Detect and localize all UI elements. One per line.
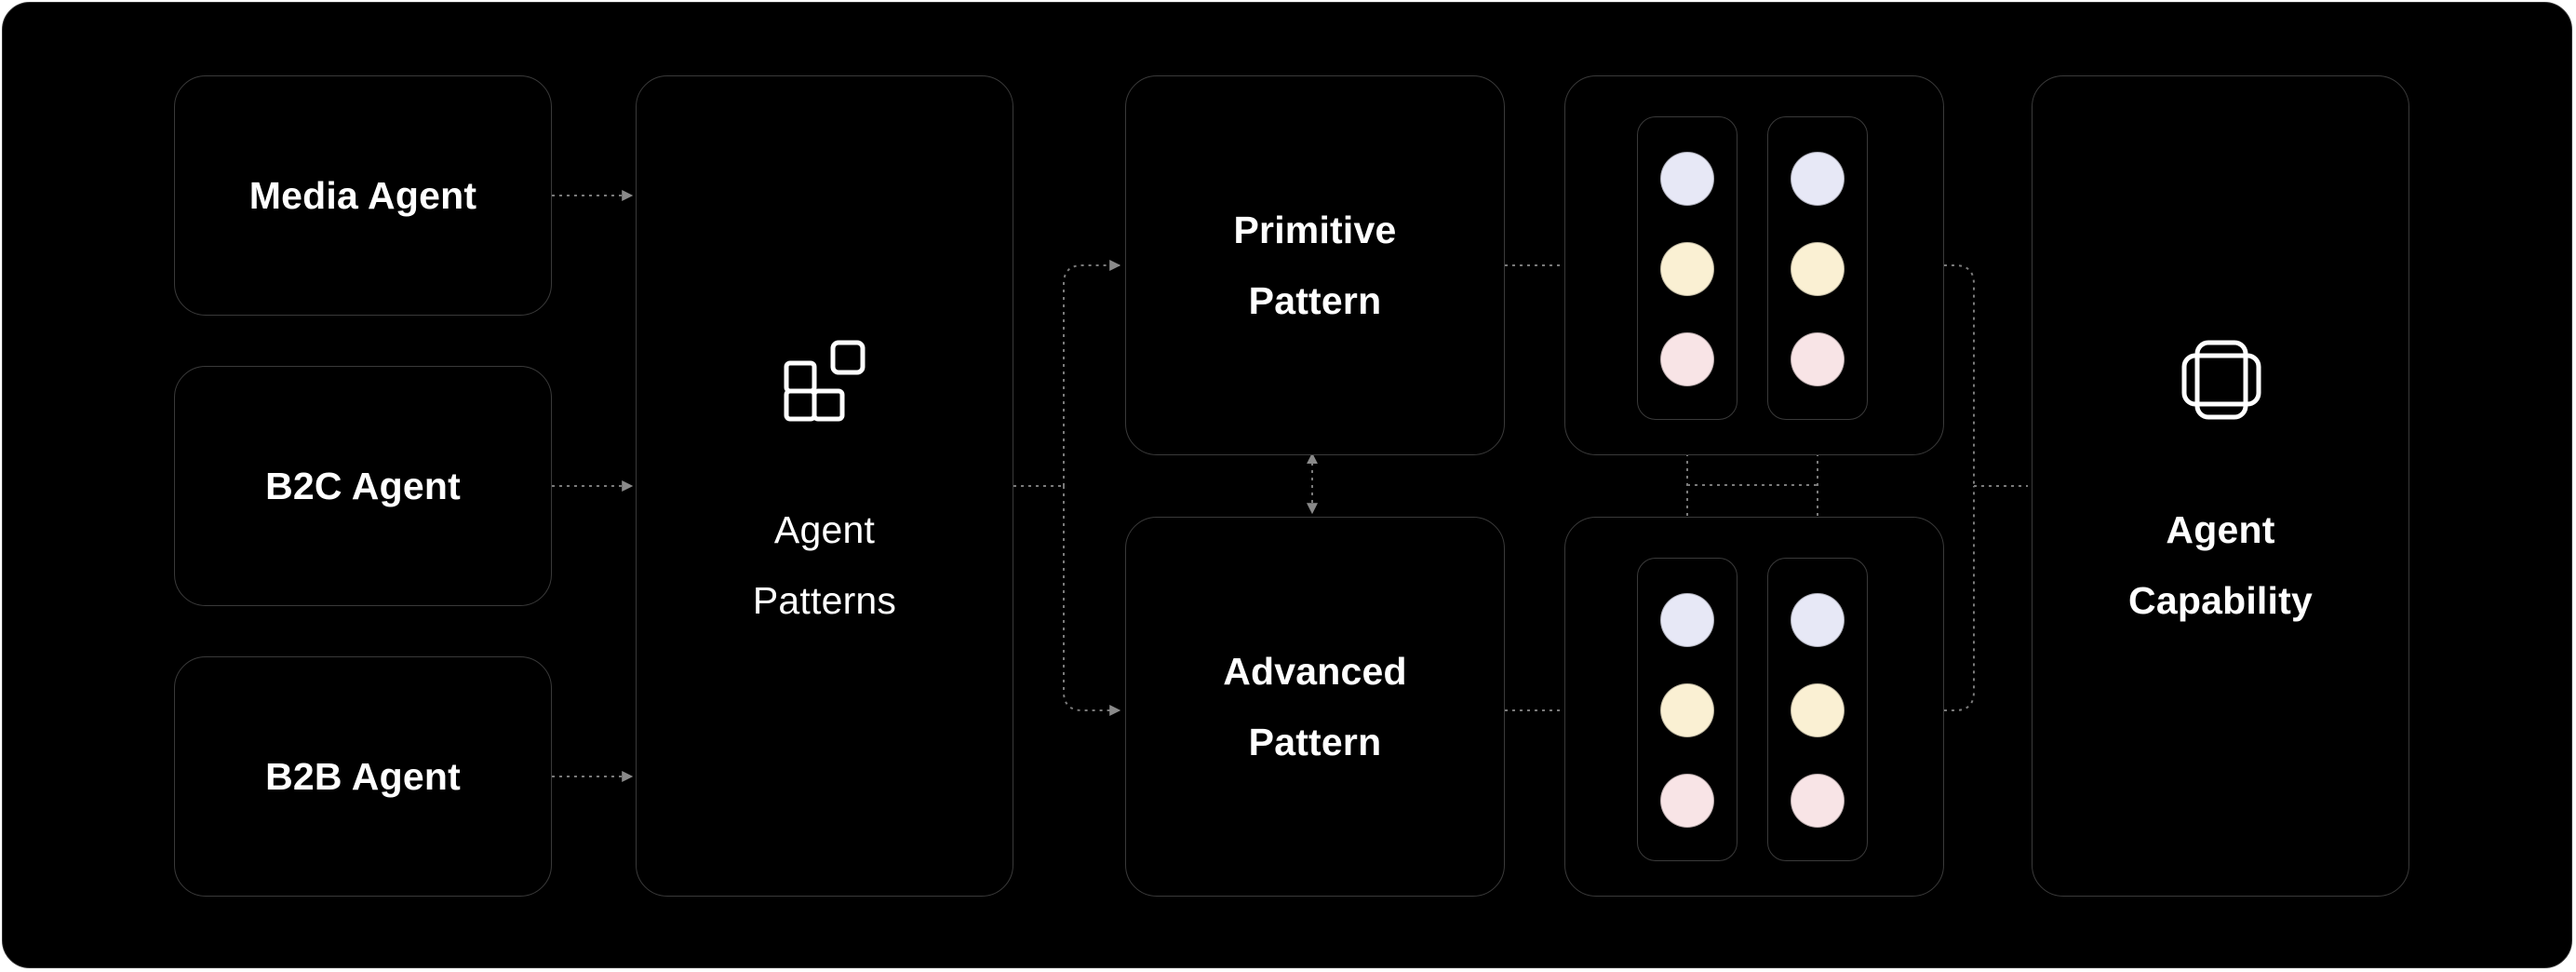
dot-pink (1660, 332, 1714, 386)
slot-column (1767, 558, 1868, 861)
advanced-slot-group (1564, 517, 1944, 897)
dot-cream (1791, 242, 1845, 296)
media-agent-box[interactable]: Media Agent (174, 75, 552, 316)
media-agent-label: Media Agent (248, 174, 477, 217)
agent-capability-label: Agent Capability (2128, 508, 2313, 622)
agent-capability-box[interactable]: Agent Capability (2032, 75, 2409, 897)
connector-to-primitive (1063, 260, 1121, 486)
dot-lavender (1791, 593, 1845, 647)
slot-column (1637, 116, 1737, 420)
dot-cream (1660, 683, 1714, 737)
advanced-pattern-box[interactable]: Advanced Pattern (1125, 517, 1505, 897)
dot-pink (1791, 332, 1845, 386)
dot-lavender (1660, 593, 1714, 647)
b2b-agent-box[interactable]: B2B Agent (174, 656, 552, 897)
slot-column (1637, 558, 1737, 861)
connector-top-to-capability (1944, 264, 1975, 486)
primitive-pattern-box[interactable]: Primitive Pattern (1125, 75, 1505, 455)
advanced-pattern-label: Advanced Pattern (1223, 650, 1407, 763)
blocks-icon (784, 340, 865, 422)
agent-patterns-label: Agent Patterns (752, 508, 897, 622)
dot-lavender (1660, 152, 1714, 206)
dot-pink (1791, 774, 1845, 828)
primitive-pattern-label: Primitive Pattern (1233, 209, 1397, 322)
b2c-agent-label: B2C Agent (265, 465, 461, 507)
dot-lavender (1791, 152, 1845, 206)
b2b-agent-label: B2B Agent (265, 755, 461, 798)
connector-to-advanced (1063, 486, 1121, 716)
slot-column (1767, 116, 1868, 420)
dot-cream (1791, 683, 1845, 737)
dot-cream (1660, 242, 1714, 296)
connector-bottom-to-capability (1944, 486, 1975, 711)
stacked-layers-icon (2181, 340, 2261, 420)
b2c-agent-box[interactable]: B2C Agent (174, 366, 552, 606)
agent-patterns-box[interactable]: Agent Patterns (636, 75, 1013, 897)
primitive-slot-group (1564, 75, 1944, 455)
dot-pink (1660, 774, 1714, 828)
